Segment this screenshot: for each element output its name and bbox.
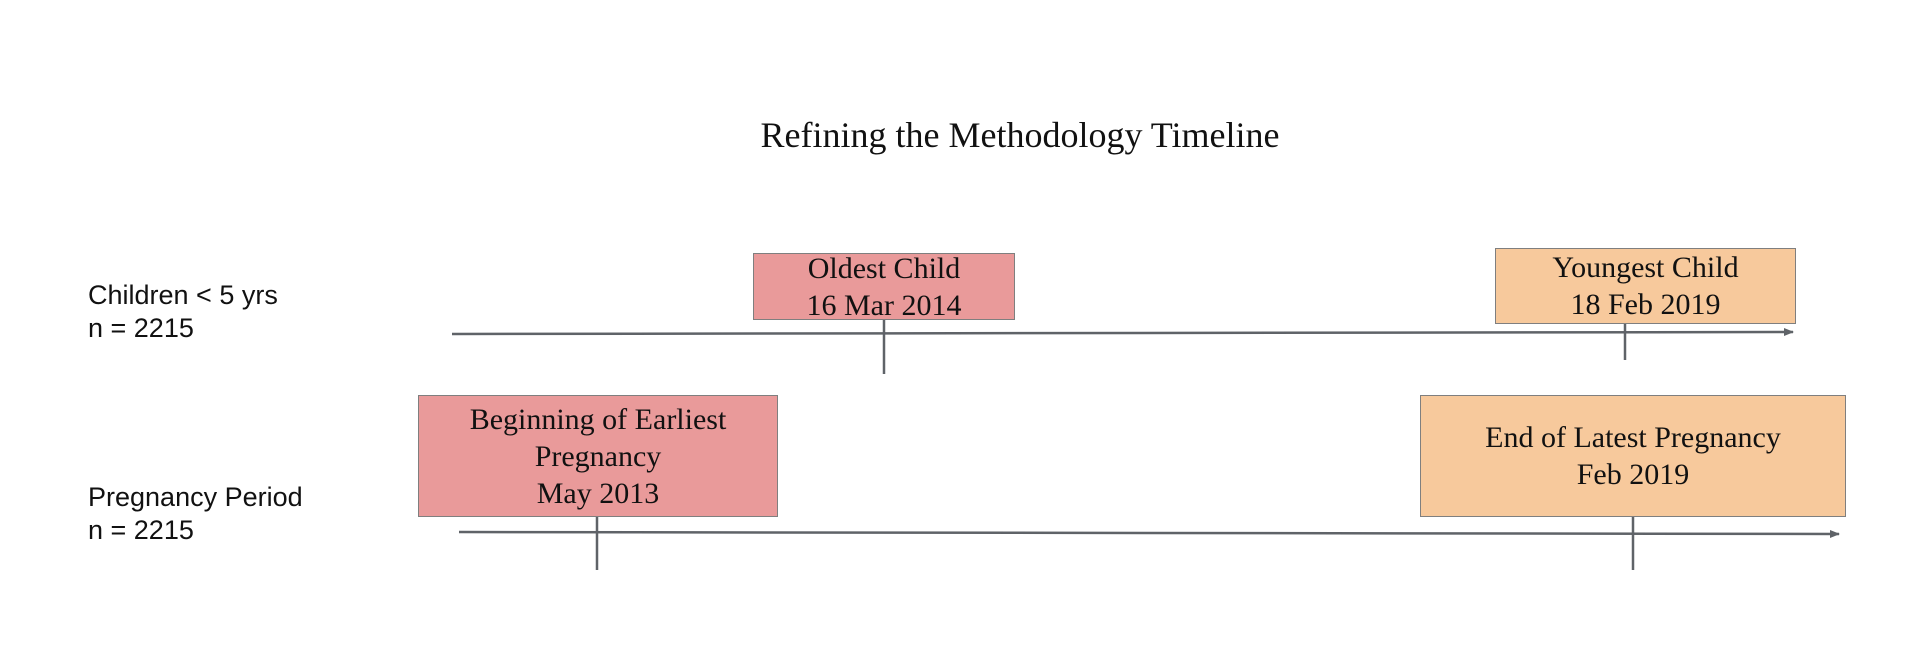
row-label-pregnancy-count: n = 2215 [88,515,194,545]
row-label-children-name: Children < 5 yrs [88,280,278,310]
latest-pregnancy-date: Feb 2019 [1576,458,1690,491]
oldest-child-date: 16 Mar 2014 [806,288,962,322]
diagram-title: Refining the Methodology Timeline [760,115,1280,155]
row-label-children-count: n = 2215 [88,313,194,343]
pregnancy-timeline-arrow [458,529,1840,538]
earliest-pregnancy-date: May 2013 [536,476,660,510]
youngest-child-label: Youngest Child [1552,251,1739,284]
latest-pregnancy-label: End of Latest Pregnancy [1485,421,1781,454]
latest-pregnancy-box: End of Latest Pregnancy Feb 2019 [1420,395,1846,517]
oldest-child-box: Oldest Child 16 Mar 2014 [753,251,1015,322]
earliest-pregnancy-box: Beginning of Earliest Pregnancy May 2013 [418,395,778,517]
youngest-child-box: Youngest Child 18 Feb 2019 [1495,248,1796,324]
row-label-children: Children < 5 yrs n = 2215 [88,279,278,345]
children-timeline-arrow [451,328,1794,337]
row-label-pregnancy: Pregnancy Period n = 2215 [88,481,303,547]
earliest-pregnancy-label-1: Beginning of Earliest [469,402,727,436]
youngest-child-date: 18 Feb 2019 [1570,288,1721,321]
oldest-child-label: Oldest Child [807,251,961,285]
earliest-pregnancy-label-2: Pregnancy [534,439,662,473]
row-label-pregnancy-name: Pregnancy Period [88,482,303,512]
